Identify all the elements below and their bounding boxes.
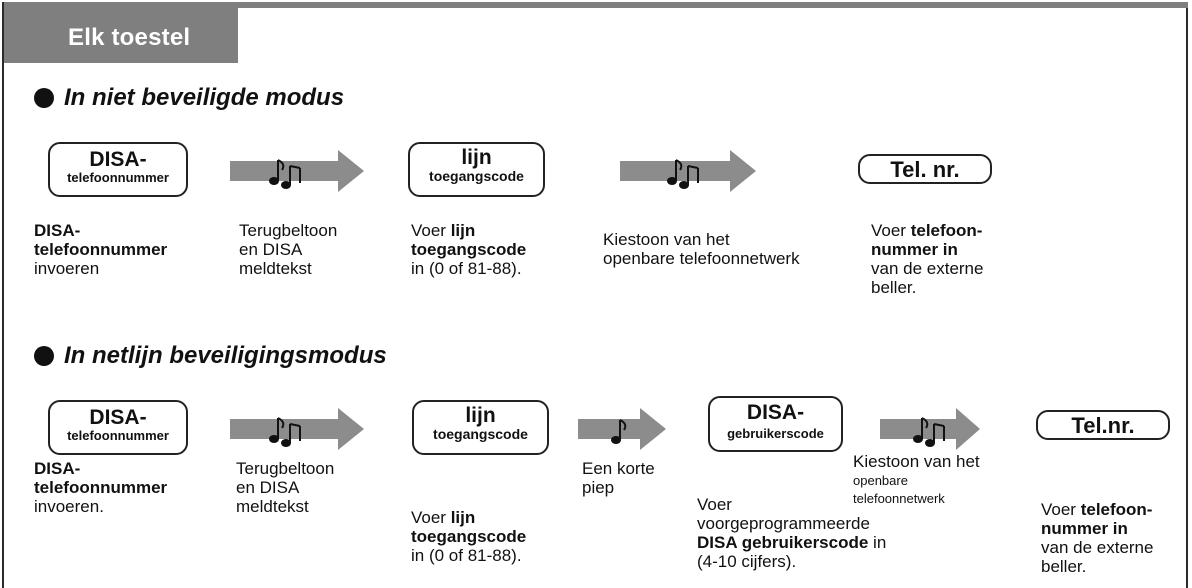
desc-line: toegangscode [411, 240, 527, 259]
music-note-icon [269, 417, 301, 447]
tel-nr-key: Tel. nr. [858, 154, 992, 184]
music-note-icon [269, 159, 301, 189]
key-label: Tel. nr. [890, 157, 960, 182]
desc-line: Kiestoon van het [603, 230, 730, 249]
step-description: Een korte piep [582, 459, 655, 497]
desc-line: telefoon- [910, 221, 983, 240]
arrow-icon [578, 408, 666, 450]
desc-line: openbare [853, 473, 908, 488]
section2-title-row: In netlijn beveiligingsmodus [34, 342, 387, 370]
desc-line: piep [582, 478, 615, 497]
desc-line: beller. [871, 278, 917, 297]
step-description: Voer voorgeprogrammeerde DISA gebruikers… [697, 495, 886, 571]
desc-line: Voer [411, 221, 451, 240]
key-label: lijn [465, 404, 496, 427]
desc-line: invoeren. [34, 497, 104, 516]
line-access-code-key: lijn toegangscode [408, 142, 545, 197]
desc-line: beller. [1041, 557, 1087, 576]
arrow-icon [230, 408, 364, 450]
desc-line: meldtekst [239, 259, 312, 278]
step-description: DISA- telefoonnummer invoeren [34, 221, 167, 278]
bullet-icon [34, 346, 54, 366]
desc-line: DISA- [34, 459, 81, 478]
desc-line: telefoon- [1080, 500, 1153, 519]
desc-line: van de externe [871, 259, 984, 278]
key-sublabel: toegangscode [429, 168, 524, 185]
section1-title-row: In niet beveiligde modus [34, 84, 344, 112]
section-tab: Elk toestel [4, 2, 238, 63]
step-description: Voer telefoon- nummer in van de externe … [1041, 500, 1153, 576]
step-description: Kiestoon van het openbare telefoonnetwer… [853, 452, 980, 506]
arrow-icon [880, 408, 980, 450]
desc-line: nummer in [871, 240, 958, 259]
desc-line: openbare telefoonnetwerk [603, 249, 800, 268]
key-sublabel: telefoonnummer [67, 170, 169, 186]
music-note-icon [611, 419, 627, 444]
key-label: DISA- [89, 406, 147, 429]
desc-line: Voer [697, 495, 732, 514]
tab-label: Elk toestel [68, 24, 191, 51]
desc-line: Kiestoon van het [853, 452, 980, 471]
desc-line: Voer [1041, 500, 1081, 519]
desc-line: Voer [871, 221, 911, 240]
section2-title: In netlijn beveiligingsmodus [64, 342, 387, 369]
key-label: lijn [461, 146, 492, 169]
key-sublabel: gebruikerscode [727, 426, 824, 442]
desc-line: en DISA [236, 478, 300, 497]
step-description: Voer telefoon- nummer in van de externe … [871, 221, 983, 297]
desc-line: telefoonnummer [34, 478, 168, 497]
desc-line: (4-10 cijfers). [697, 552, 797, 571]
desc-line: lijn [450, 221, 476, 240]
desc-line: DISA gebruikerscode [697, 533, 869, 552]
music-note-icon [667, 159, 699, 189]
section1-title: In niet beveiligde modus [64, 84, 345, 111]
step-description: Voer lijn toegangscode in (0 of 81-88). [411, 508, 526, 565]
desc-line: Terugbeltoon [239, 221, 338, 240]
tel-nr-key: Tel.nr. [1036, 410, 1170, 440]
step-description: DISA- telefoonnummer invoeren. [34, 459, 167, 516]
key-label: Tel.nr. [1071, 413, 1135, 438]
disa-user-code-key: DISA- gebruikerscode [708, 396, 843, 452]
desc-line: Voer [411, 508, 451, 527]
disa-phone-number-key: DISA- telefoonnummer [48, 142, 188, 197]
desc-line: invoeren [34, 259, 100, 278]
desc-line: telefoonnummer [34, 240, 168, 259]
header-bar [4, 2, 1188, 8]
desc-line: Een korte [582, 459, 655, 478]
desc-line: DISA- [34, 221, 81, 240]
desc-line: toegangscode [411, 527, 527, 546]
desc-line: nummer in [1041, 519, 1128, 538]
step-description: Terugbeltoon en DISA meldtekst [239, 221, 337, 278]
step-description: Voer lijn toegangscode in (0 of 81-88). [411, 221, 526, 278]
desc-line: en DISA [239, 240, 303, 259]
disa-phone-number-key: DISA- telefoonnummer [48, 400, 188, 455]
key-label: DISA- [746, 401, 805, 424]
desc-line: Terugbeltoon [236, 459, 335, 478]
line-access-code-key: lijn toegangscode [412, 400, 549, 455]
step-description: Terugbeltoon en DISA meldtekst [236, 459, 334, 516]
desc-line: voorgeprogrammeerde [697, 514, 870, 533]
music-note-icon [913, 417, 945, 447]
step-description: Kiestoon van het openbare telefoonnetwer… [603, 230, 800, 268]
arrow-icon [230, 150, 364, 192]
desc-line: in (0 of 81-88). [411, 259, 522, 278]
key-sublabel: toegangscode [433, 426, 528, 443]
desc-line: in [868, 533, 887, 552]
desc-line: telefoonnetwerk [853, 491, 945, 506]
key-label: DISA- [89, 148, 147, 171]
arrow-icon [620, 150, 756, 192]
desc-line: in (0 of 81-88). [411, 546, 522, 565]
desc-line: van de externe [1041, 538, 1154, 557]
desc-line: meldtekst [236, 497, 309, 516]
key-sublabel: telefoonnummer [67, 428, 169, 444]
desc-line: lijn [450, 508, 476, 527]
bullet-icon [34, 88, 54, 108]
